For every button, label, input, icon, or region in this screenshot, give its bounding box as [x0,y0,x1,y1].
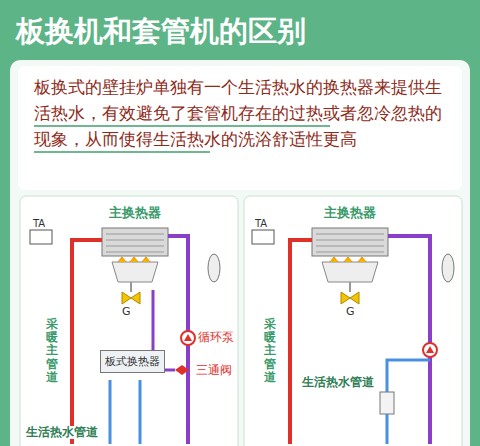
pipe-label: 生活热水管道 [302,376,374,389]
diagram-card [20,196,238,446]
flame [330,257,366,262]
heat-exchanger [102,228,168,256]
exchanger-label-box: 主换热器 [300,204,400,290]
hot-water-pipe [110,380,140,444]
diagram-card [244,196,462,446]
pipe-label: 采暖主管道 [264,318,276,384]
node-label: 主换热器 [300,204,400,222]
thermostat-label: TA [33,218,45,229]
note-text: 板换式的壁挂炉单独有一个生活热水的换热器来提供生活热水，有效避免了套管机存在的过… [34,74,446,152]
underline [34,151,210,153]
flame [118,257,150,262]
note-panel [18,66,462,190]
burner [112,262,158,282]
fins [106,234,164,252]
node-label: 主换热器 [94,204,176,222]
content-panel [10,60,470,446]
heat-exchanger [312,228,388,256]
page-title: 板换机和套管机的区别 [16,12,306,52]
water-pipe-connector [152,290,155,350]
fins [316,234,384,252]
pipe-label: 生活热水管道 [26,426,98,439]
pump-symbol [423,343,437,357]
underline [34,125,330,127]
gas-valve-label: G [346,306,355,318]
gas-valve [122,292,140,304]
pipe-label: 采暖主管道 [46,318,58,384]
plate-exchanger-box: 板式换热器 [100,350,165,373]
pump-symbol [184,334,192,341]
gas-pipe [349,282,351,292]
thermostat-label: TA [255,218,267,229]
thermostat-symbol [252,230,274,244]
pump-symbol [181,331,195,345]
pump-symbol [426,346,434,353]
heating-pipe [72,240,102,444]
gas-pipe [130,282,132,292]
pump-label: 循环泵 [198,331,234,344]
expansion-tank [442,254,454,282]
node-label: 板式换热器 [105,354,160,369]
gas-valve-label: G [122,306,131,318]
sleeve-exchanger [380,392,394,414]
heating-pipe [290,240,312,444]
burner [322,262,378,282]
thermostat-symbol [30,230,52,244]
expansion-tank [208,254,220,282]
three-way-valve [175,365,189,375]
exchanger-label-box: 主换热器 [94,204,176,290]
gas-valve [341,292,359,304]
hot-water-pipe [387,360,430,444]
valve-label: 三通阀 [196,364,232,377]
